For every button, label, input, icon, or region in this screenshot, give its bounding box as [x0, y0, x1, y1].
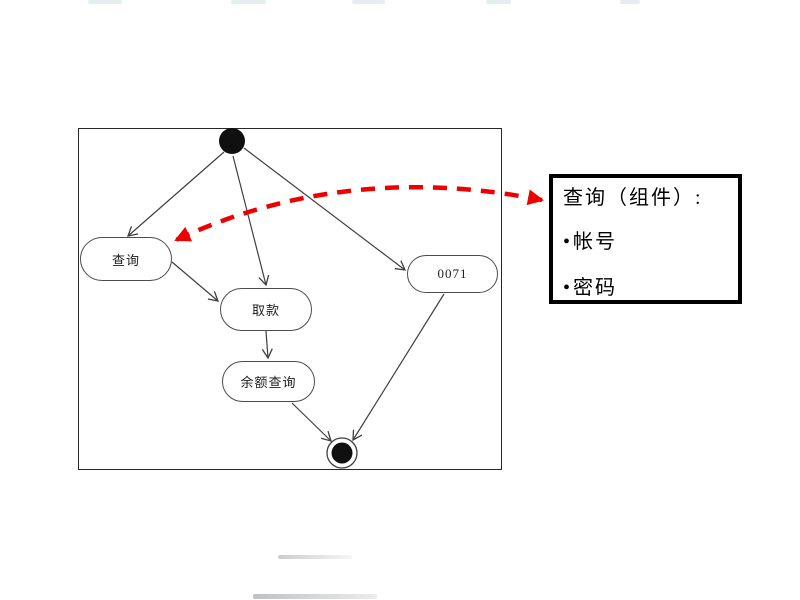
edge-balance-to-final — [291, 402, 332, 442]
annotation-item-label: 帐号 — [573, 231, 618, 253]
annotation-item: • 帐号 — [563, 230, 730, 254]
state-withdraw-label: 取款 — [251, 303, 280, 318]
edge-0071-to-final — [352, 293, 445, 442]
edge-initial-to-0071 — [243, 147, 407, 271]
edge-initial-to-withdraw — [232, 155, 270, 287]
initial-state — [219, 128, 245, 154]
annotation-item: • 密码 — [563, 276, 730, 300]
bullet-icon: • — [563, 277, 573, 299]
cropped-title-remnant — [620, 0, 640, 4]
state-0071: 0071 — [407, 255, 498, 293]
state-withdraw: 取款 — [220, 288, 312, 331]
bullet-icon: • — [563, 231, 573, 253]
red-dashed-arrow — [174, 184, 544, 243]
state-0071-label: 0071 — [437, 266, 468, 281]
cropped-title-remnant — [352, 0, 385, 4]
state-query: 查询 — [80, 237, 172, 281]
state-balance-label: 余额查询 — [240, 375, 297, 390]
edge-withdraw-to-balance — [261, 330, 273, 360]
annotation-title: 查询（组件）: — [563, 187, 703, 209]
state-query-label: 查询 — [111, 252, 140, 268]
cropped-title-remnant — [486, 0, 511, 4]
activity-diagram-frame — [78, 128, 502, 470]
annotation-item-label: 密码 — [573, 277, 618, 299]
footer-remnant — [253, 594, 377, 599]
cropped-title-remnant — [88, 0, 122, 4]
annotation-box: 查询（组件）: • 帐号 • 密码 — [549, 174, 742, 304]
cropped-title-remnant — [231, 0, 266, 4]
footer-remnant — [278, 555, 352, 559]
final-state — [326, 437, 358, 469]
state-balance-query: 余额查询 — [222, 361, 315, 402]
edge-query-to-withdraw — [171, 261, 220, 302]
